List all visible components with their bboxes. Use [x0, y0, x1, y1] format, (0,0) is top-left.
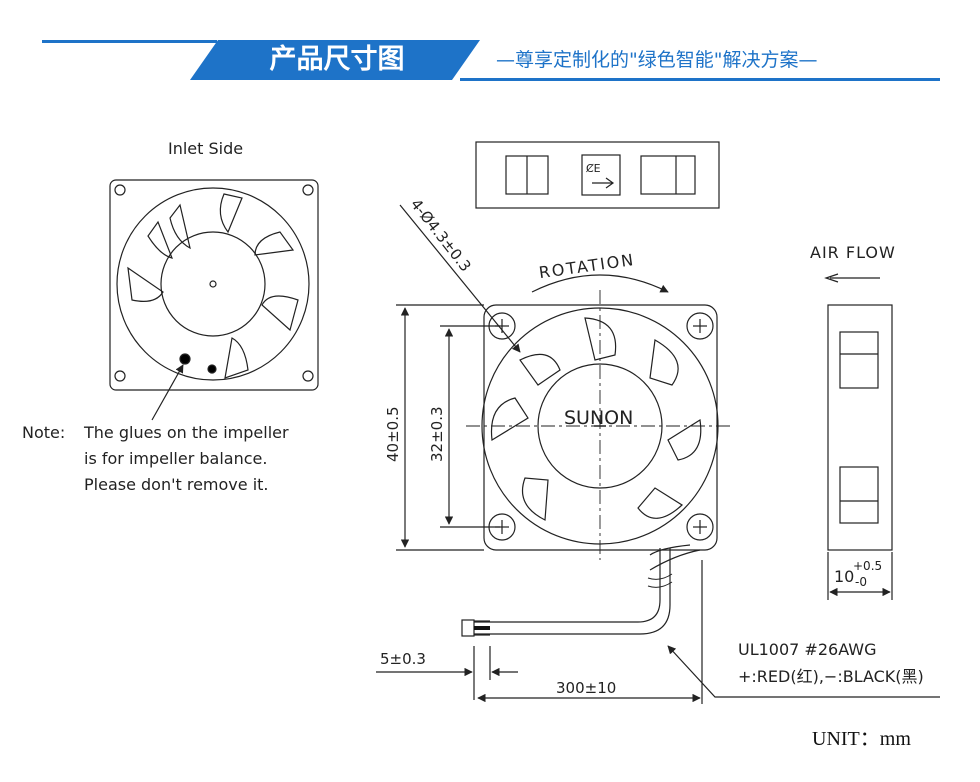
page-subtitle: —尊享定制化的"绿色智能"解决方案— — [496, 49, 818, 71]
dimension-outer — [396, 304, 484, 551]
page-title: 产品尺寸图 — [269, 44, 405, 75]
lead-wires — [461, 544, 701, 637]
glue-note: Note: The glues on the impeller is for im… — [22, 420, 289, 498]
hole-spec-leader — [399, 204, 521, 353]
unit-label: UNIT：mm — [812, 728, 911, 750]
airflow-arrow — [824, 273, 880, 283]
dimension-lead-label: 300±10 — [556, 679, 616, 697]
dimension-outer-label: 40±0.5 — [384, 406, 402, 462]
header-line-left — [42, 40, 217, 43]
note-line-2: is for impeller balance. — [84, 449, 268, 468]
dimension-thickness-tol-plus: +0.5 — [853, 559, 882, 573]
note-line-1: The glues on the impeller — [84, 423, 289, 442]
dimension-thickness-base: 10 — [834, 567, 854, 586]
dimension-strip — [376, 646, 518, 700]
inlet-side-label: Inlet Side — [168, 139, 243, 158]
inlet-side-fan — [109, 179, 319, 421]
header-line-right — [460, 78, 940, 81]
svg-text:ȻE: ȻE — [586, 162, 601, 175]
rotation-label: ROTATION — [538, 250, 637, 282]
note-line-3: Please don't remove it. — [84, 475, 269, 494]
label-top-view: ȻE — [475, 141, 720, 209]
brand-label: SUNON — [564, 407, 633, 429]
hole-spec-label: 4-Ø4.3±0.3 — [407, 195, 475, 275]
rotation-arrow — [531, 274, 669, 293]
wire-colors-label: +:RED(红),−:BLACK(黑) — [738, 667, 924, 686]
note-label: Note: — [22, 423, 66, 442]
wire-spec-leader — [667, 645, 940, 698]
side-view — [827, 304, 893, 600]
dimension-strip-label: 5±0.3 — [380, 650, 426, 668]
dimension-lead — [477, 560, 703, 704]
wire-spec-label: UL1007 #26AWG — [738, 640, 876, 659]
header-badge — [190, 40, 480, 80]
dimension-inner-label: 32±0.3 — [428, 406, 446, 462]
dimension-thickness-tol-minus: -0 — [855, 575, 867, 589]
airflow-label: AIR FLOW — [810, 243, 896, 262]
dimension-inner — [440, 325, 500, 528]
front-fan-view: SUNON — [466, 290, 734, 560]
